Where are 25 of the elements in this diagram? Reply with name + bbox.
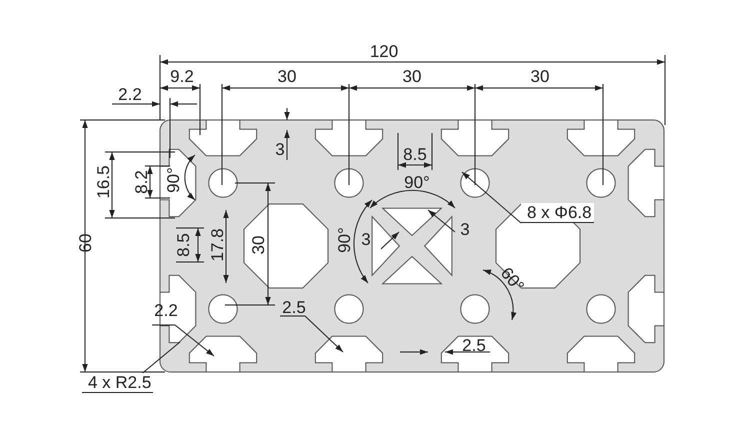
dimension-value: 16.5 xyxy=(95,165,113,199)
callout-text: 8 x Φ6.8 xyxy=(521,203,594,223)
dimension-value: 8.2 xyxy=(133,170,151,194)
dimension-value: 2.5 xyxy=(282,299,306,317)
dimension-value: 30 xyxy=(402,68,422,86)
dimension-value: 2.5 xyxy=(462,337,486,355)
dimension-value: 3 xyxy=(460,221,470,239)
dimension-value: 120 xyxy=(370,43,398,61)
dimension-value: 3 xyxy=(275,141,285,159)
dimension-value: 90° xyxy=(165,167,183,193)
dimension-value: 90° xyxy=(336,227,354,253)
dimension-value: 30 xyxy=(250,236,268,254)
dimension-value: 3 xyxy=(361,231,371,249)
dimension-value: 8.5 xyxy=(175,233,193,257)
dimension-value: 90° xyxy=(404,174,430,192)
dimension-value: 8.5 xyxy=(403,146,427,164)
callout-text: 4 x R2.5 xyxy=(82,373,154,393)
dimension-value: 9.2 xyxy=(170,68,194,86)
dimension-value: 30 xyxy=(278,68,296,86)
dimension-value: 2.2 xyxy=(118,86,142,104)
dimension-value: 17.8 xyxy=(209,228,227,262)
dimension-value: 60° xyxy=(496,264,528,296)
leader-line xyxy=(142,342,180,374)
leader-line xyxy=(462,172,522,224)
dimension-value: 30 xyxy=(530,68,550,86)
